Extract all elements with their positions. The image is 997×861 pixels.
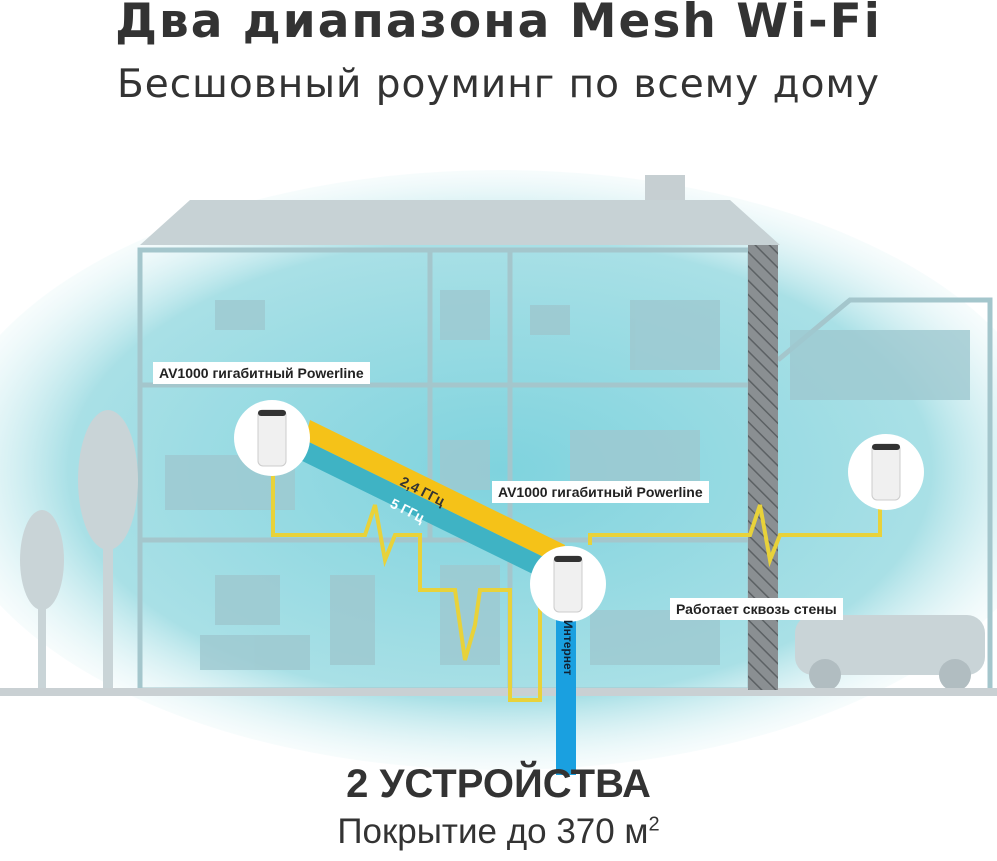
coverage-text: Покрытие до 370 м2 (0, 812, 997, 852)
mesh-device-1 (234, 400, 310, 476)
mesh-device-3 (848, 434, 924, 510)
band-24ghz (305, 420, 565, 565)
coverage-value: Покрытие до 370 м (337, 812, 649, 851)
internet-cable (556, 605, 576, 775)
internet-label: Интернет (561, 620, 575, 676)
powerline-label-2: AV1000 гигабитный Powerline (492, 481, 709, 503)
powerline-label-1: AV1000 гигабитный Powerline (153, 362, 370, 384)
mesh-device-2 (530, 546, 606, 622)
walls-label: Работает сквозь стены (670, 598, 843, 620)
coverage-unit-sup: 2 (648, 813, 660, 836)
band-5ghz (290, 440, 560, 580)
page-subtitle: Бесшовный роуминг по всему дому (116, 62, 880, 107)
page-title: Два диапазона Mesh Wi-Fi (115, 0, 882, 49)
wall (748, 245, 778, 690)
devices-count: 2 УСТРОЙСТВА (346, 762, 651, 806)
